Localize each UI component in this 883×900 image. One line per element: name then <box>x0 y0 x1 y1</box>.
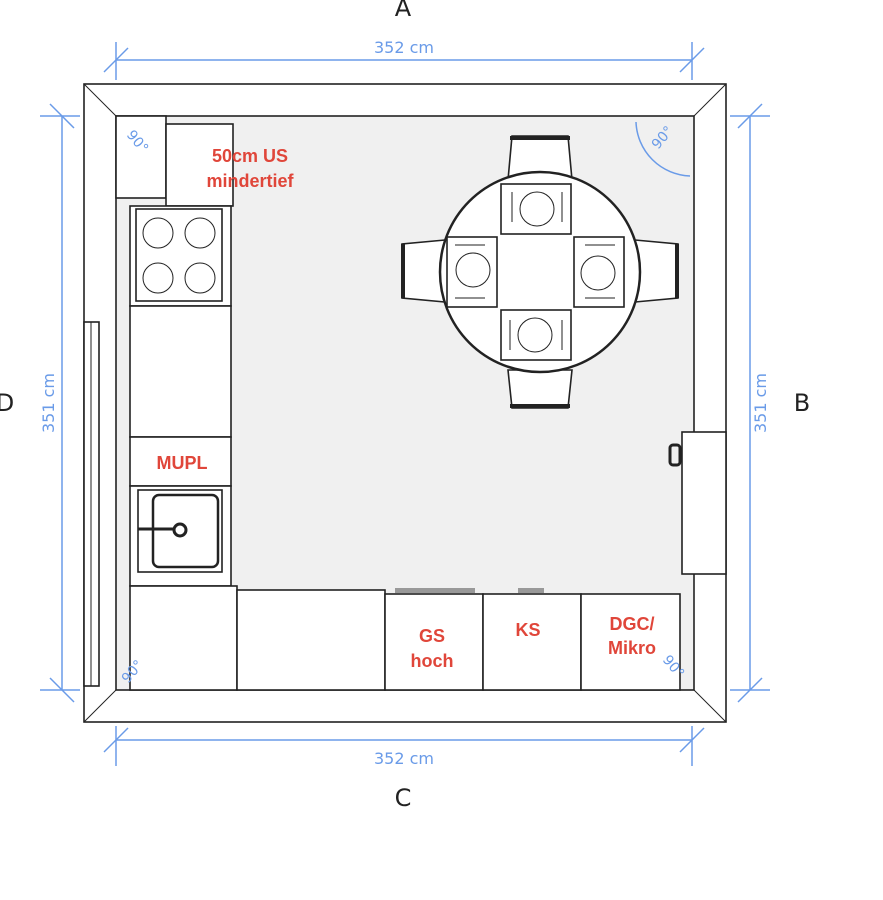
place-setting <box>500 183 572 235</box>
svg-text:351 cm: 351 cm <box>39 373 58 433</box>
label-base-unit-shallow: mindertief <box>206 171 294 191</box>
base-cabinet <box>129 305 232 438</box>
dining-set <box>401 135 679 409</box>
base-cabinet-bottom <box>236 589 386 691</box>
label-gs: GS <box>419 626 445 646</box>
label-gs-hoch: hoch <box>411 651 454 671</box>
round-table <box>438 170 642 374</box>
side-label-a: A <box>395 0 412 22</box>
label-ks: KS <box>515 620 540 640</box>
dimension-left: 351 cm <box>39 103 80 703</box>
corner-cabinet <box>115 115 167 199</box>
side-label-b: B <box>794 389 810 417</box>
dimension-right: 351 cm <box>730 103 770 703</box>
dimension-top: 352 cm <box>103 38 705 80</box>
dimension-bottom: 352 cm <box>103 726 705 768</box>
sink-cabinet <box>129 485 232 587</box>
svg-text:352 cm: 352 cm <box>374 38 434 57</box>
angle-arc <box>635 121 691 177</box>
svg-text:351 cm: 351 cm <box>751 373 770 433</box>
label-mupl: MUPL <box>157 453 208 473</box>
place-setting <box>446 236 498 308</box>
ks-cabinet <box>482 593 582 691</box>
chair <box>634 239 679 303</box>
corner-base-cabinet <box>129 585 238 691</box>
mupl-cabinet <box>129 436 232 487</box>
chair <box>401 239 446 303</box>
dgc-cabinet <box>580 593 681 691</box>
side-label-c: C <box>395 784 412 812</box>
cooktop <box>129 205 232 307</box>
base-unit-shallow <box>165 123 234 207</box>
chair <box>507 369 573 409</box>
place-setting <box>573 236 625 308</box>
left-window <box>83 321 100 687</box>
appliance-panel <box>395 588 475 593</box>
place-setting <box>500 309 572 361</box>
gs-cabinet <box>384 593 484 691</box>
right-window-unit <box>668 431 727 575</box>
label-mikro: Mikro <box>608 638 656 658</box>
svg-text:352 cm: 352 cm <box>374 749 434 768</box>
label-dgc: DGC/ <box>610 614 655 634</box>
label-base-unit: 50cm US <box>212 146 288 166</box>
side-label-d: D <box>0 389 14 417</box>
appliance-panel <box>518 588 544 593</box>
